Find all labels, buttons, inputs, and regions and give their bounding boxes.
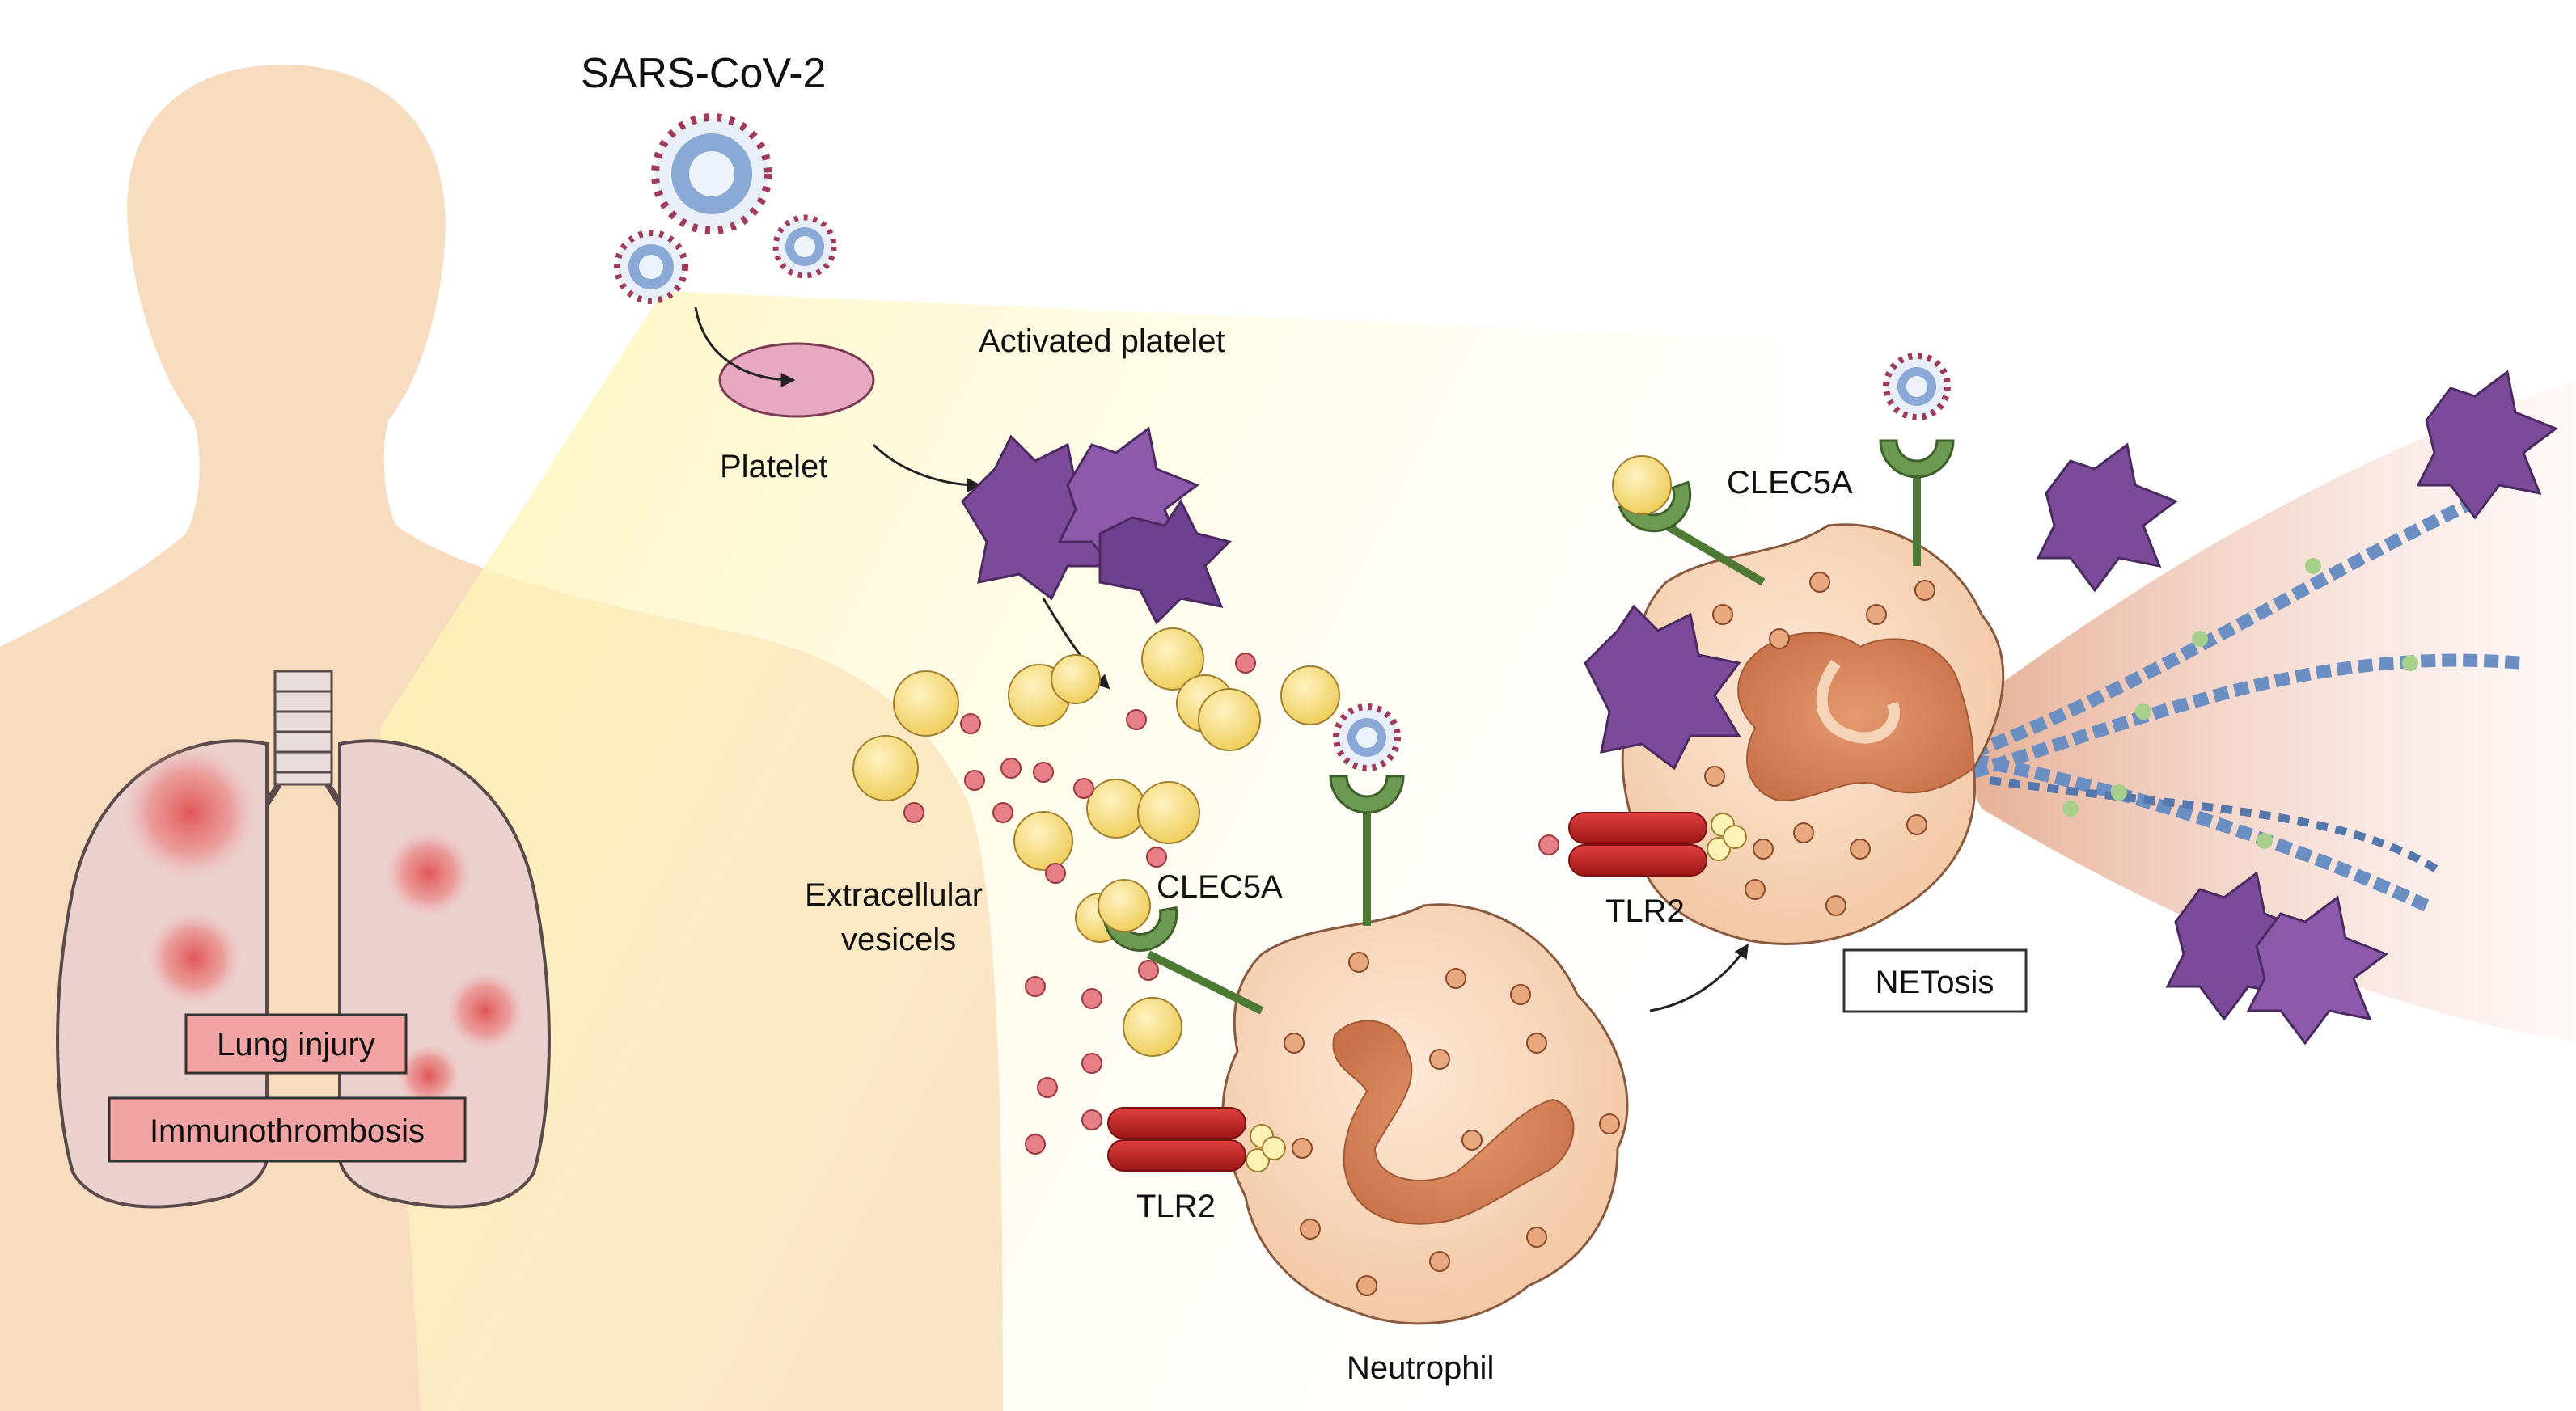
large-vesicle [1086, 779, 1146, 839]
activated-platelet [2036, 442, 2179, 593]
net-background [1941, 380, 2576, 1043]
large-vesicle [1123, 997, 1182, 1057]
neutrophil-label: Neutrophil [1347, 1350, 1494, 1386]
small-vesicle [903, 802, 924, 823]
small-vesicle [1138, 960, 1159, 981]
small-vesicle [1037, 1077, 1058, 1098]
small-vesicle [1126, 709, 1147, 730]
large-vesicle [1280, 665, 1340, 725]
platelet-cell [718, 342, 875, 418]
virus-small [614, 230, 688, 304]
tlr2-label-left: TLR2 [1136, 1189, 1216, 1224]
large-vesicle [852, 735, 919, 801]
small-vesicle [1235, 653, 1256, 674]
lung-lesion [384, 829, 473, 918]
arrow-virus-to-platelet [694, 306, 796, 387]
clec5a-receptor-top [1329, 703, 1405, 926]
extracellular-vesicles-label-line2: vesicels [841, 922, 956, 957]
arrow-platelet-to-activated [872, 443, 982, 492]
small-vesicle [1073, 778, 1094, 799]
virus-large [651, 113, 772, 234]
netosis-label: NETosis [1876, 965, 1994, 1000]
nucleus [1332, 1020, 1575, 1225]
immunothrombosis-box: Immunothrombosis [108, 1096, 467, 1163]
small-vesicle [1081, 1109, 1102, 1130]
small-vesicle [992, 802, 1013, 823]
netosis-box: NETosis [1842, 948, 2028, 1013]
nucleus-netosis [1737, 632, 1975, 802]
clec5a-receptor-left [1098, 879, 1264, 1015]
clec5a-receptor-netosis-left [1612, 455, 1766, 586]
clec5a-label-left: CLEC5A [1157, 869, 1283, 905]
large-vesicle [1013, 811, 1073, 871]
small-vesicle [1033, 762, 1054, 783]
large-vesicle [893, 670, 959, 737]
activated-platelet-label: Activated platelet [979, 323, 1225, 359]
virus-small [772, 214, 837, 279]
tlr2-receptor-netosis [1538, 812, 1747, 877]
lung-injury-box: Lung injury [184, 1013, 408, 1075]
platelet-label: Platelet [720, 449, 827, 484]
small-vesicle [1000, 758, 1022, 779]
small-vesicle [1025, 1134, 1046, 1155]
activated-platelet [2416, 370, 2559, 520]
lungs [56, 670, 551, 1209]
activated-platelet [2165, 871, 2389, 1046]
large-vesicle [1141, 627, 1204, 691]
clec5a-label-netosis: CLEC5A [1727, 465, 1853, 501]
immunothrombosis-label: Immunothrombosis [150, 1113, 425, 1149]
vesicle-cloud [852, 627, 1340, 1155]
small-vesicle [1146, 847, 1167, 868]
activated-platelet-cluster [961, 426, 1232, 625]
large-vesicle [1051, 654, 1101, 704]
arrow-neutrophil-to-netosis [1649, 944, 1749, 1012]
neutrophil-left [1221, 903, 1629, 1325]
large-vesicle [1198, 688, 1261, 751]
lung-lesion [396, 1043, 461, 1108]
small-vesicle [1081, 988, 1102, 1009]
sars-cov-2-title: SARS-CoV-2 [581, 50, 826, 97]
extracellular-vesicles-label-line1: Extracellular [805, 877, 983, 913]
small-vesicle [964, 770, 985, 791]
clec5a-receptor-netosis-top [1879, 353, 1955, 566]
activated-platelet [1584, 604, 1741, 771]
small-vesicle [1045, 863, 1066, 884]
lung-lesion [146, 910, 243, 1007]
dna-strands [1971, 495, 2524, 912]
tlr2-receptor-left [1107, 1107, 1286, 1172]
small-vesicle [1081, 1053, 1102, 1074]
small-vesicle [1025, 976, 1046, 997]
tlr2-label-netosis: TLR2 [1605, 893, 1685, 929]
large-vesicle [1137, 781, 1200, 844]
lung-lesion [445, 970, 526, 1051]
lung-injury-label: Lung injury [217, 1027, 375, 1062]
lung-lesion [121, 744, 259, 881]
small-vesicle [960, 713, 981, 734]
